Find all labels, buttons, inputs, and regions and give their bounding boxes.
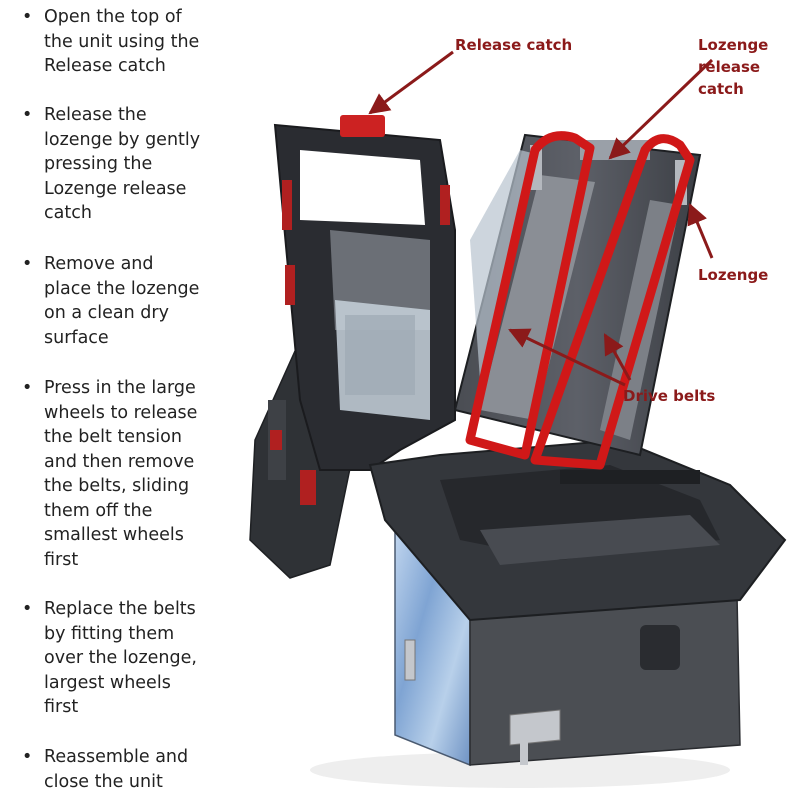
bill-validator-illustration bbox=[249, 50, 787, 788]
drive-belt bbox=[465, 131, 595, 460]
callout-arrows bbox=[368, 50, 714, 387]
bullet: • bbox=[22, 378, 33, 398]
instruction-text: Release the lozenge by gently pressing t… bbox=[44, 105, 201, 223]
lozenge-release-catch-arrow bbox=[608, 58, 714, 160]
bullet: • bbox=[22, 747, 33, 767]
base-frame bbox=[368, 438, 787, 622]
bullet: • bbox=[22, 599, 33, 619]
instruction-list: • Open the top of the unit using the Rel… bbox=[0, 0, 220, 800]
shadow bbox=[310, 752, 730, 788]
lozenge-release-catch-label: Lozenge release catch bbox=[698, 36, 769, 98]
release-catch-arrow bbox=[368, 50, 454, 115]
bullet: • bbox=[22, 105, 33, 125]
bullet: • bbox=[22, 7, 33, 27]
drive-belt bbox=[530, 134, 695, 470]
top-frame bbox=[273, 115, 456, 471]
drive-belts-arrow bbox=[508, 328, 626, 387]
drive-belts-label: Drive belts bbox=[623, 387, 716, 405]
instruction-text: Replace the belts by fitting them over t… bbox=[44, 599, 197, 717]
instruction-text: Remove and place the lozenge on a clean … bbox=[44, 254, 200, 348]
instruction-text: Open the top of the unit using the Relea… bbox=[44, 7, 200, 76]
lozenge bbox=[453, 133, 702, 457]
drive-belts bbox=[465, 131, 695, 470]
drive-belts-arrow bbox=[603, 333, 632, 381]
bullet: • bbox=[22, 254, 33, 274]
instruction-text: Press in the large wheels to release the… bbox=[44, 378, 198, 570]
release-catch bbox=[340, 115, 385, 137]
instruction-text: Reassemble and close the unit bbox=[44, 747, 189, 792]
lozenge-arrow bbox=[687, 203, 714, 259]
lozenge-label: Lozenge bbox=[698, 266, 769, 284]
release-catch-label: Release catch bbox=[455, 36, 573, 54]
